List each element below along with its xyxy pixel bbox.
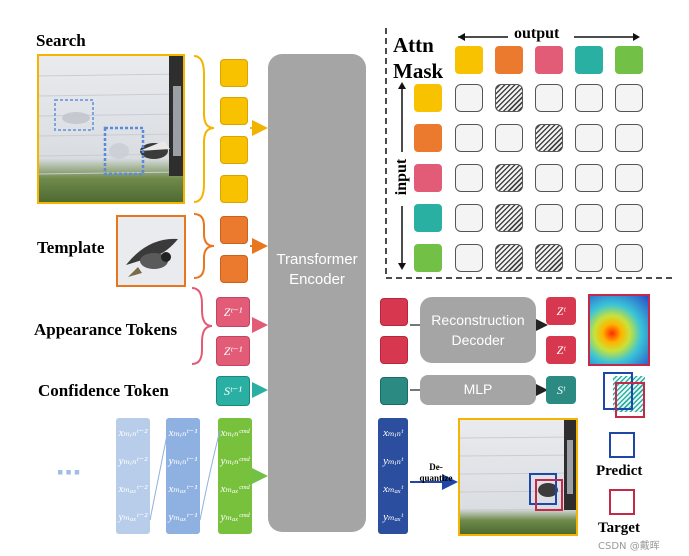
dequantize-label: De- quantize [419,462,453,483]
mask-cell-open [455,204,483,232]
transformer-encoder-label: Transformer Encoder [276,251,358,288]
mask-cell-open [455,244,483,272]
mlp-input-token [380,377,408,405]
mask-cell-open [575,124,603,152]
mask-cell-open [455,124,483,152]
brace-group [191,55,215,365]
mask-cell-open [615,244,643,272]
mask-cell-open [615,84,643,112]
watermark: CSDN @戴晖 [598,541,660,552]
mask-cell-open [535,84,563,112]
confidence-token-label: Confidence Token [38,381,169,400]
template-label: Template [37,238,105,257]
mask-cell-open [575,204,603,232]
search-token [220,136,248,164]
mask-cell-masked [495,84,523,112]
mask-separator [385,28,676,279]
target-legend-label: Target [598,520,640,536]
coord-column-t-minus-2: xₘᵢₙᵗ⁻² yₘᵢₙᵗ⁻² xₘₐₓᵗ⁻² yₘₐₓᵗ⁻² [116,418,150,534]
mask-cell-masked [535,244,563,272]
appearance-token-prev: Zᵗ⁻¹ [216,336,250,366]
mask-cell-open [615,124,643,152]
template-bird [126,238,178,277]
mask-output-token [455,46,483,74]
mask-cell-open [455,164,483,192]
confidence-token-prev: Sᵗ⁻¹ [216,376,250,406]
predict-box [529,473,557,505]
mask-cell-open [495,124,523,152]
attn-mask-title: Attn Mask [393,33,444,83]
appearance-token-prev: Zᵗ⁻¹ [216,297,250,327]
mlp-label: MLP [463,381,493,397]
appearance-token-new: Zᵗ [546,336,576,364]
template-image [116,215,186,287]
predict-legend-icon [609,432,635,458]
coord-column-output: xₘᵢₙᵗ yₘᵢₙᵗ xₘₐₓᵗ yₘₐₓᵗ [378,418,408,534]
output-label: output [514,25,560,42]
reconstruction-decoder-label: Reconstruction Decoder [431,312,525,348]
coord-column-cmd: xₘᵢₙᶜᵐᵈ yₘᵢₙᶜᵐᵈ xₘₐₓᶜᵐᵈ yₘₐₓᶜᵐᵈ [218,418,252,534]
ellipsis-dots: ▪▪▪ [57,462,83,482]
mask-input-token [414,164,442,192]
appearance-tokens-label: Appearance Tokens [34,320,178,339]
reconstruction-heatmap [588,294,650,366]
transformer-encoder [268,54,366,532]
target-legend-icon [609,489,635,515]
coord-link [149,429,169,521]
template-token [220,216,248,244]
reconstruction-input-token [380,336,408,364]
mask-cell-masked [535,124,563,152]
search-image [37,54,185,204]
mlp-block: MLP [420,375,536,405]
mask-output-token [535,46,563,74]
coord-link [199,429,221,521]
mask-cell-open [575,244,603,272]
mask-input-token [414,124,442,152]
appearance-token-new: Zᵗ [546,297,576,325]
mask-input-token [414,244,442,272]
search-brace [193,55,215,203]
mask-cell-open [535,164,563,192]
mask-input-token [414,84,442,112]
mask-cell-masked [495,204,523,232]
mask-cell-open [615,164,643,192]
mask-cell-open [615,204,643,232]
reconstruction-decoder: Reconstruction Decoder [420,297,536,363]
mask-cell-open [575,164,603,192]
mask-output-token [495,46,523,74]
coord-column-t-minus-1: xₘᵢₙᵗ⁻¹ yₘᵢₙᵗ⁻¹ xₘₐₓᵗ⁻¹ yₘₐₓᵗ⁻¹ [166,418,200,534]
result-scene [460,420,576,511]
confidence-box-icon [603,372,647,418]
mask-cell-masked [495,244,523,272]
search-token [220,59,248,87]
search-scene [39,56,183,176]
predict-legend-label: Predict [596,463,643,479]
search-token [220,97,248,125]
search-label: Search [36,31,86,50]
template-token [220,255,248,283]
appearance-brace [191,287,213,365]
input-label: input [393,158,411,196]
mask-input-token [414,204,442,232]
mask-cell-open [535,204,563,232]
target-box [535,479,563,511]
template-brace [193,213,215,279]
mask-output-token [575,46,603,74]
confidence-token-new: Sᵗ [546,376,576,404]
result-image [458,418,578,536]
reconstruction-input-token [380,298,408,326]
mask-cell-open [455,84,483,112]
search-token [220,175,248,203]
mask-cell-open [575,84,603,112]
mask-output-token [615,46,643,74]
mask-cell-masked [495,164,523,192]
